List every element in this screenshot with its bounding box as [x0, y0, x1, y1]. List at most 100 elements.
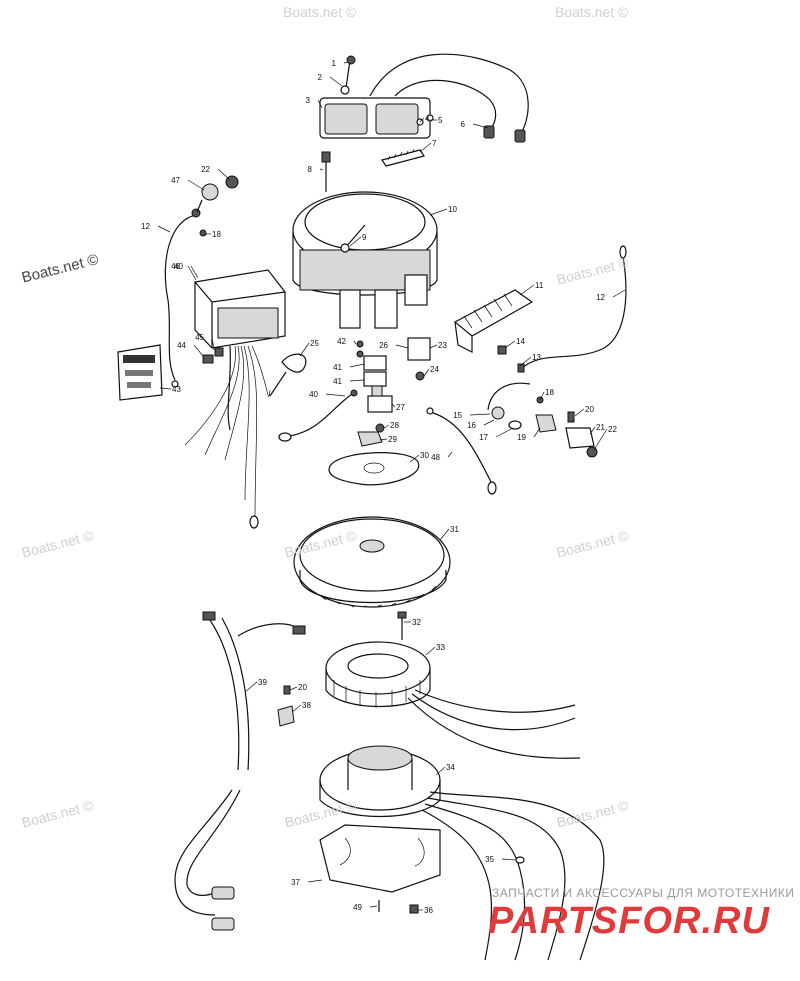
ignition-coils — [319, 53, 529, 167]
callout-number: 41 — [333, 377, 342, 386]
callout-number: 12 — [141, 222, 150, 231]
callout-leader — [291, 704, 302, 713]
callout-number: 9 — [362, 233, 367, 242]
right-small-parts — [487, 345, 598, 458]
bottom-small-parts — [378, 856, 525, 914]
callout-leader — [409, 454, 420, 463]
bolts-44-45 — [202, 347, 224, 364]
callout-number: 2 — [318, 73, 323, 82]
terminal-47 — [196, 175, 239, 237]
stator-33 — [325, 641, 581, 759]
callout-number: 48 — [431, 453, 440, 462]
callout-number: 34 — [446, 763, 455, 772]
callout-leader — [157, 225, 171, 233]
callout-number: 28 — [390, 421, 399, 430]
callout-leader — [423, 368, 430, 377]
callout-number: 40 — [174, 262, 183, 271]
high-tension-lead-lower — [174, 789, 241, 931]
callout-number: 4 — [425, 114, 430, 123]
brand-tagline: ЗАПЧАСТИ И АКСЕССУАРЫ ДЛЯ МОТОТЕХНИКИ — [492, 886, 795, 900]
high-tension-lead-39 — [202, 611, 306, 771]
stator-base-34 — [319, 745, 605, 961]
callout-number: 27 — [396, 403, 405, 412]
callout-number: 5 — [438, 116, 443, 125]
plate-30 — [328, 452, 420, 486]
callout-number: 32 — [412, 618, 421, 627]
callout-number: 22 — [608, 425, 617, 434]
callout-leader — [429, 208, 448, 216]
callout-leader — [533, 427, 541, 438]
callout-leader — [419, 117, 425, 123]
callout-number: 22 — [201, 165, 210, 174]
callout-number: 26 — [379, 341, 388, 350]
callout-number: 17 — [479, 433, 488, 442]
callout-leader — [193, 344, 204, 357]
callout-leader — [289, 686, 298, 691]
callout-number: 43 — [172, 385, 181, 394]
bracket-37 — [319, 824, 441, 893]
callout-leader — [435, 766, 446, 776]
callout-leader — [353, 340, 357, 345]
callout-leader — [472, 123, 489, 129]
callout-leader — [159, 387, 172, 390]
callout-leader — [593, 428, 608, 451]
callout-leader — [379, 438, 388, 441]
callout-number: 41 — [333, 363, 342, 372]
callout-number: 20 — [585, 405, 594, 414]
callout-number: 45 — [195, 333, 204, 342]
callout-leader — [501, 858, 517, 861]
callout-number: 18 — [545, 388, 554, 397]
callout-leader — [589, 426, 596, 435]
callout-leader — [299, 342, 310, 357]
callout-leader — [187, 179, 205, 191]
callout-number: 42 — [337, 337, 346, 346]
callout-leader — [539, 391, 545, 401]
decal-43 — [117, 344, 163, 401]
callout-number: 31 — [450, 525, 459, 534]
callout-leader — [383, 424, 390, 429]
callout-number: 49 — [353, 903, 362, 912]
callout-leader — [612, 289, 626, 298]
callout-number: 36 — [424, 906, 433, 915]
callout-leader — [447, 451, 453, 458]
center-small-parts — [356, 337, 431, 447]
callout-leader — [429, 344, 438, 349]
callout-leader — [244, 681, 258, 693]
callout-leader — [217, 168, 231, 181]
callout-leader — [317, 99, 323, 109]
callout-number: 24 — [430, 365, 439, 374]
callout-number: 37 — [291, 878, 300, 887]
callout-leader — [187, 265, 197, 281]
callout-number: 46 — [171, 262, 180, 271]
callout-number: 7 — [432, 139, 437, 148]
stator-housing — [292, 191, 438, 329]
callout-leader — [349, 236, 362, 247]
callout-number: 10 — [448, 205, 457, 214]
callout-number: 21 — [596, 423, 605, 432]
callout-number: 23 — [438, 341, 447, 350]
callout-number: 25 — [310, 339, 319, 348]
callout-leader — [325, 393, 346, 397]
callout-leader — [425, 646, 436, 656]
callout-number: 35 — [485, 855, 494, 864]
callout-leader — [329, 76, 343, 87]
bolt-32 — [397, 611, 407, 640]
lead-wire-12-right — [519, 245, 627, 371]
callout-number: 12 — [596, 293, 605, 302]
brand-logo: PARTSFOR.RU — [488, 900, 770, 942]
callout-leader — [419, 142, 432, 153]
callout-number: 44 — [177, 341, 186, 350]
callout-number: 33 — [436, 643, 445, 652]
callout-leader — [483, 419, 495, 426]
callout-leader — [519, 284, 535, 296]
callout-leader — [439, 528, 450, 541]
callout-leader — [391, 403, 396, 408]
callout-number: 14 — [516, 337, 525, 346]
callout-leader — [495, 427, 514, 438]
callout-number: 20 — [298, 683, 307, 692]
callout-number: 18 — [212, 230, 221, 239]
callout-leader — [574, 408, 585, 417]
callout-number: 39 — [258, 678, 267, 687]
